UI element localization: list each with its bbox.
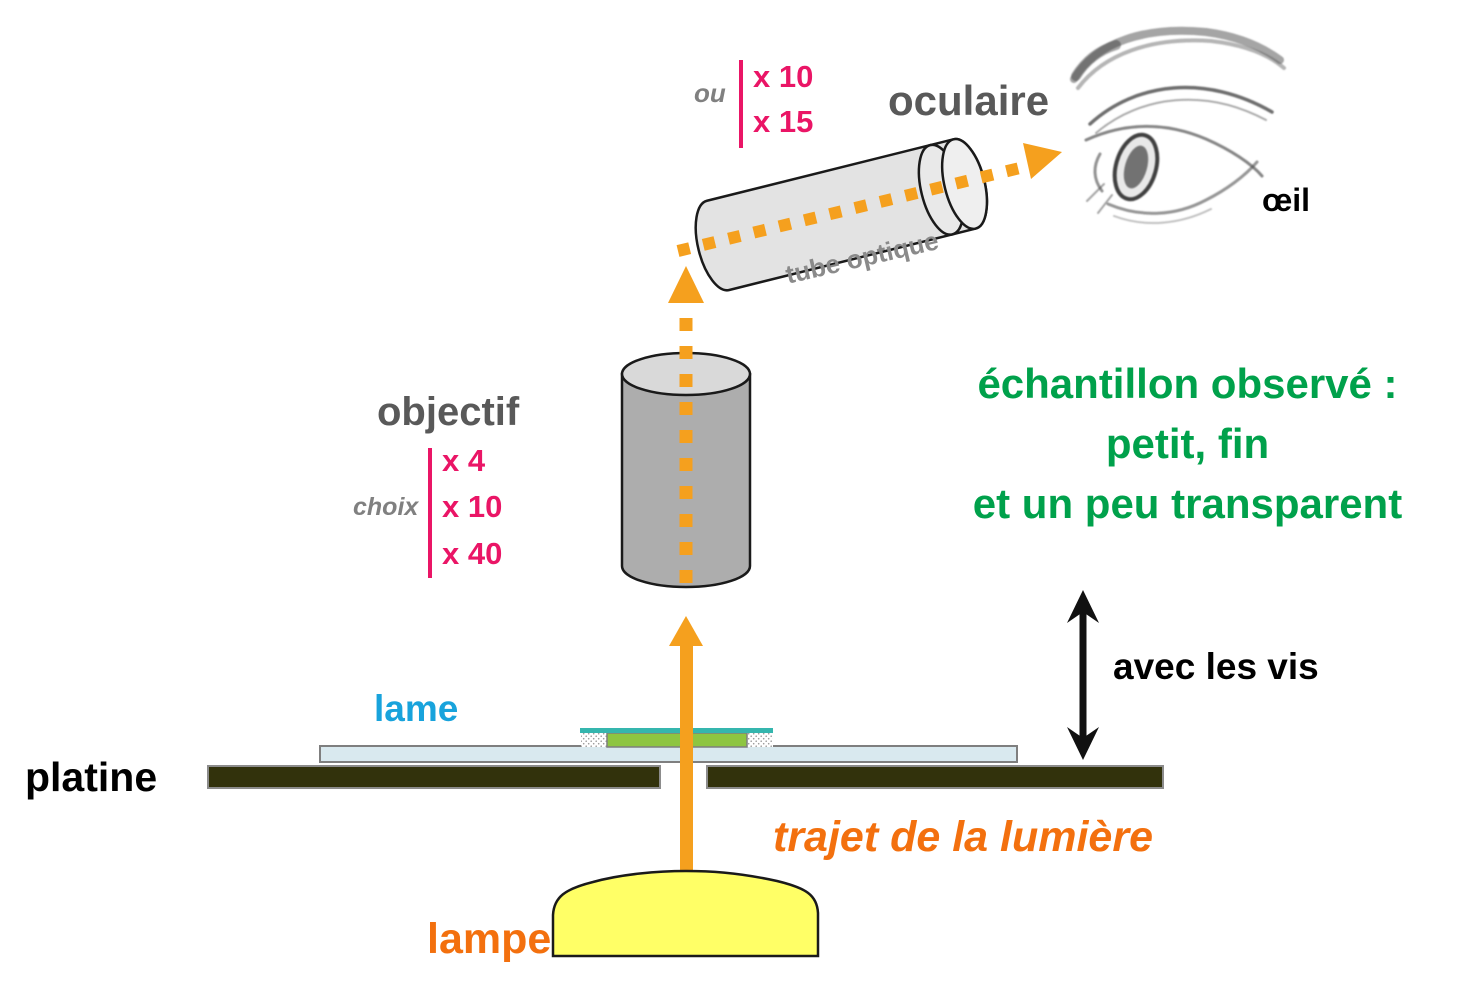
slide-glass — [319, 745, 1018, 763]
eye-label: œil — [1262, 182, 1310, 218]
stage-bar-right — [706, 765, 1164, 789]
eye-sketch — [1070, 26, 1286, 224]
stage-label: platine — [25, 754, 158, 800]
lamp-label: lampe — [427, 915, 552, 963]
ou-label: ou — [694, 78, 726, 108]
sample-note-line3: et un peu transparent — [972, 480, 1403, 527]
stage-bar-left — [207, 765, 661, 789]
sample-note-line1: échantillon observé : — [977, 360, 1398, 407]
slide-label: lame — [374, 688, 459, 729]
light-path-arrowhead-eye — [1023, 143, 1062, 179]
focus-label: avec les vis — [1113, 646, 1319, 687]
light-path-arrowhead-up — [668, 266, 704, 303]
objective-option-x40: x 40 — [442, 536, 503, 571]
objective-options-divider — [428, 448, 432, 578]
coverslip — [580, 728, 773, 733]
choix-label: choix — [353, 493, 419, 521]
objective-option-x4: x 4 — [442, 443, 486, 478]
objective-option-x10: x 10 — [442, 489, 503, 524]
light-path-label: trajet de la lumière — [773, 813, 1153, 861]
mounting-medium-left — [581, 733, 607, 747]
lamp-shape — [551, 869, 820, 958]
sample-note: échantillon observé : petit, fin et un p… — [925, 354, 1450, 534]
mounting-medium-right — [747, 733, 773, 747]
eyepiece-option-x10: x 10 — [753, 59, 814, 94]
objective-title: objectif — [377, 390, 520, 434]
eyepiece-options-divider — [739, 60, 743, 148]
focus-double-arrow — [1067, 590, 1099, 760]
eyepiece-option-x15: x 15 — [753, 104, 814, 139]
light-path-dashed-objective — [668, 266, 704, 583]
light-path-dashed-tube — [676, 143, 1062, 257]
eyepiece-title: oculaire — [888, 77, 1050, 124]
specimen — [606, 732, 748, 748]
sample-note-line2: petit, fin — [1105, 420, 1270, 467]
light-arrow-lamp — [669, 616, 703, 881]
